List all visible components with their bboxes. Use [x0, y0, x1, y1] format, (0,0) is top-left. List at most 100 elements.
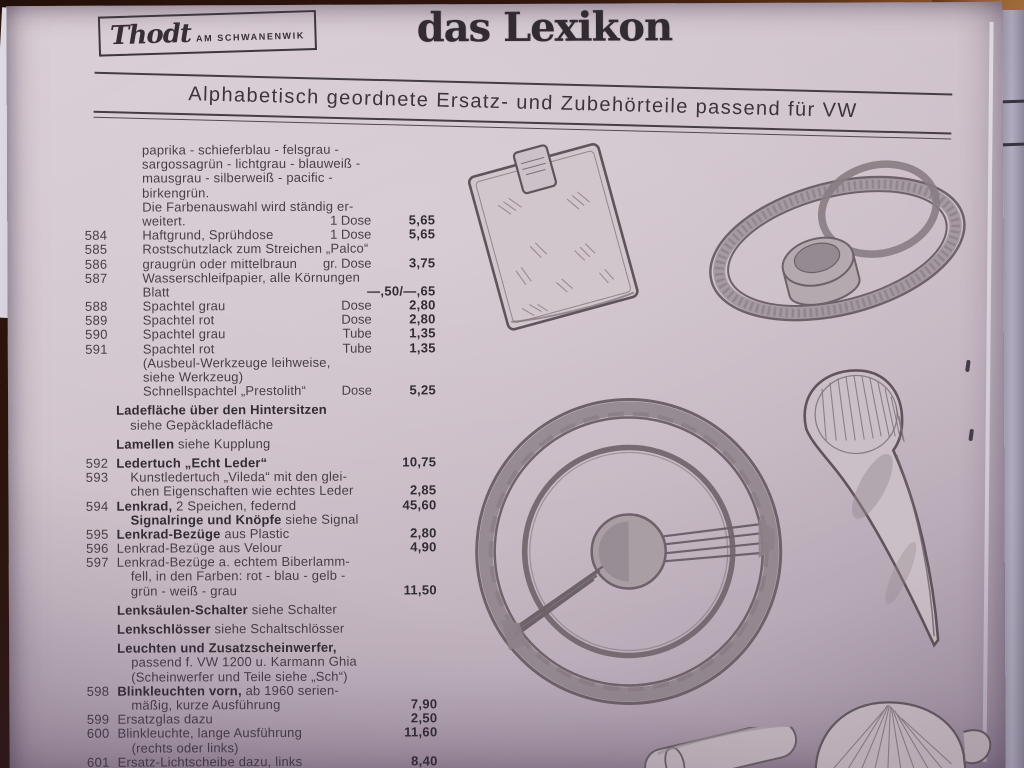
item-number: 590 [85, 327, 108, 343]
list-item: Lenkschlösser siehe Schaltschlösser [67, 621, 439, 637]
item-number: 598 [86, 683, 110, 699]
item-price: 8,40 [411, 752, 438, 768]
item-price: 5,65 [408, 226, 436, 242]
list-item: siehe Gepäckladefläche [66, 417, 438, 433]
item-number: 587 [84, 270, 108, 286]
item-text: Spachtel rot [142, 340, 215, 357]
item-text: Lenksäulen-Schalter siehe Schalter [116, 601, 337, 618]
steering-wheel-front-illustration [456, 383, 801, 728]
item-text: Signalringe und Knöpfe siehe Signal [130, 511, 359, 528]
catalog-list: paprika - schieferblau - felsgrau -sargo… [65, 142, 440, 768]
item-number: 585 [84, 242, 108, 258]
item-unit: Tube [342, 326, 372, 342]
item-price: 7,90 [410, 696, 438, 712]
item-price: 2,80 [409, 311, 436, 327]
item-number: 589 [85, 312, 108, 329]
item-price: 5,25 [409, 382, 437, 398]
item-text: Spachtel rot [142, 312, 215, 328]
item-text: siehe Gepäckladefläche [130, 416, 274, 433]
item-text: Schnellspachtel „Prestolith“ [142, 383, 307, 399]
item-price: 2,80 [410, 525, 437, 541]
ruled-line [1000, 99, 1024, 104]
item-text: Blatt [142, 284, 170, 300]
item-price: 11,50 [403, 581, 437, 598]
item-price: 1,35 [409, 339, 436, 356]
logo-brand-text: Thodt [109, 18, 192, 52]
item-unit: gr. Dose [322, 255, 372, 271]
item-price: 11,60 [404, 724, 438, 740]
item-number: 593 [85, 469, 109, 485]
item-unit: Tube [342, 340, 372, 356]
item-number: 592 [85, 455, 109, 471]
catalog-page: Thodt AM SCHWANENWIK das Lexikon Alphabe… [6, 1, 1006, 768]
item-text: chen Eigenschaften wie echtes Leder [130, 482, 354, 499]
item-text: weitert. [142, 213, 186, 229]
item-text: mäßig, kurze Ausführung [131, 696, 281, 713]
item-unit: Dose [341, 382, 373, 398]
item-text: mausgrau - silberweiß - pacific - [142, 170, 333, 186]
item-text: graugrün oder mittelbraun [142, 255, 298, 272]
publisher-logo: Thodt AM SCHWANENWIK [97, 9, 318, 57]
item-number: 600 [86, 726, 110, 742]
item-number: 599 [86, 711, 110, 727]
item-price: —,50/—,65 [367, 283, 436, 299]
list-item: grün - weiß - grau 11,50 [67, 581, 439, 599]
item-number: 594 [85, 498, 109, 514]
item-text: Die Farbenauswahl wird ständig er- [142, 198, 354, 215]
page-fold-edge [982, 21, 994, 762]
item-price: 2,80 [409, 297, 436, 313]
item-unit: Dose [341, 311, 372, 327]
list-item: mäßig, kurze Ausführung 7,90 [67, 696, 439, 713]
item-text: Rostschutzlack zum Streichen „Palco“ [142, 240, 369, 257]
list-item: Lenksäulen-Schalter siehe Schalter [67, 602, 439, 618]
staple [968, 428, 974, 442]
list-item: fell, in den Farben: rot - blau - gelb - [67, 568, 439, 585]
item-text: birkengrün. [142, 184, 210, 201]
list-item: passend f. VW 1200 u. Karmann Ghia [67, 654, 439, 671]
item-price: 4,90 [410, 539, 437, 555]
ruled-line [1000, 142, 1024, 147]
item-price: 5,65 [408, 212, 436, 228]
item-price: 3,75 [408, 254, 436, 270]
header-band: Alphabetisch geordnete Ersatz- und Zubeh… [93, 71, 953, 140]
item-text: Blinkleuchte, lange Ausführung [117, 725, 303, 742]
item-number: 596 [86, 540, 109, 556]
item-unit: 1 Dose [330, 226, 372, 242]
item-price: 1,35 [409, 325, 436, 341]
item-text: Spachtel grau [142, 326, 226, 343]
item-text: fell, in den Farben: rot - blau - gelb - [130, 568, 346, 585]
item-unit: Dose [341, 297, 372, 313]
steering-wheel-oblique-illustration [697, 148, 980, 355]
item-number: 586 [84, 256, 108, 272]
item-unit: 1 Dose [330, 212, 372, 228]
staple [965, 359, 971, 373]
item-text: Ladefläche über den Hintersitzen [116, 402, 327, 419]
item-number: 595 [85, 526, 109, 542]
item-text: Lamellen siehe Kupplung [116, 435, 271, 452]
item-price: 10,75 [402, 454, 437, 470]
item-number: 597 [86, 554, 109, 571]
item-text: Lenkschlösser siehe Schaltschlösser [117, 620, 345, 637]
item-number: 601 [86, 754, 110, 768]
item-price: 2,85 [409, 482, 437, 498]
item-text: passend f. VW 1200 u. Karmann Ghia [131, 654, 357, 671]
item-price: 45,60 [402, 496, 437, 512]
item-text: Wasserschleifpapier, alle Körnungen [142, 269, 361, 286]
item-number: 584 [84, 227, 108, 243]
cylinder-part-illustration [629, 726, 813, 768]
turn-signal-long-illustration [780, 358, 949, 661]
item-text: grün - weiß - grau [130, 582, 238, 599]
item-text: Blinkleuchten vorn, ab 1960 serien- [117, 682, 339, 699]
list-item: Schnellspachtel „Prestolith“ Dose 5,25 [66, 382, 438, 399]
item-text: (rechts oder links) [131, 739, 239, 756]
item-number: 588 [85, 298, 108, 314]
item-text: Spachtel grau [142, 298, 226, 314]
page-title: das Lexikon [416, 3, 673, 52]
lamp-housing-illustration [787, 694, 1019, 768]
list-item: 600 Blinkleuchte, lange Ausführung 11,60 [67, 724, 439, 742]
item-number: 591 [85, 341, 108, 357]
leather-cloth-illustration [448, 131, 659, 347]
item-price: 2,50 [410, 710, 438, 726]
